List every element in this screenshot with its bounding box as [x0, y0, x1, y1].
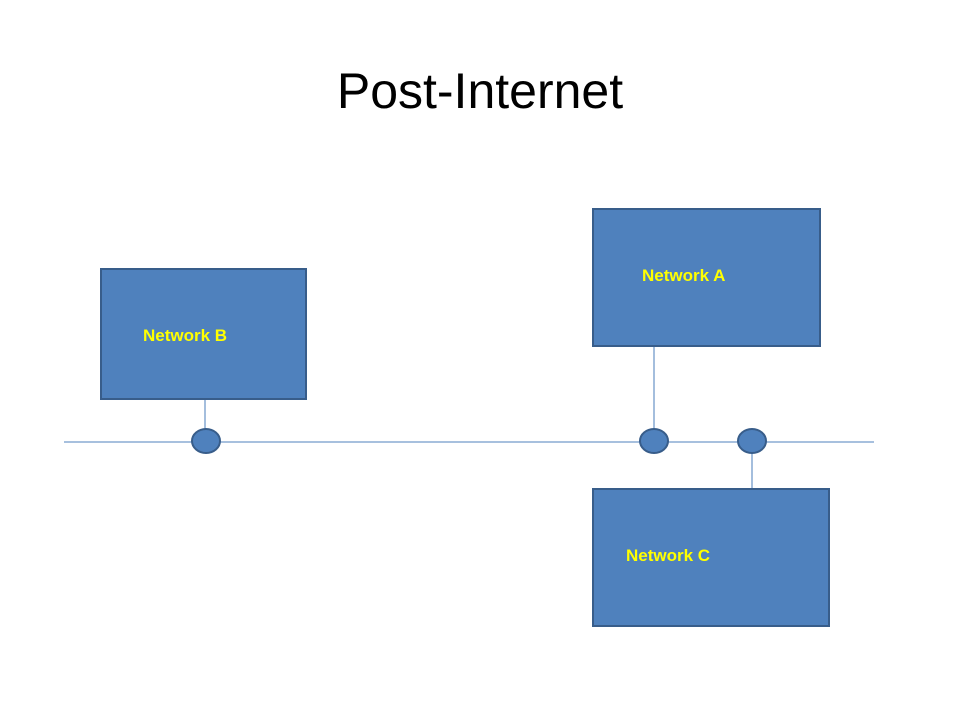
- network-a-label: Network A: [642, 266, 725, 285]
- network-a-node[interactable]: Network A: [592, 208, 821, 347]
- network-b-node[interactable]: Network B: [100, 268, 307, 400]
- network-c-node[interactable]: Network C: [592, 488, 830, 627]
- network-b-box: [100, 268, 307, 400]
- router-node-network-c[interactable]: [737, 428, 767, 454]
- network-c-box: [592, 488, 830, 627]
- network-c-label: Network C: [626, 546, 710, 565]
- router-node-network-b[interactable]: [191, 428, 221, 454]
- network-a-box: [592, 208, 821, 347]
- router-node-network-a[interactable]: [639, 428, 669, 454]
- network-b-label: Network B: [143, 326, 227, 345]
- slide-title: Post-Internet: [336, 63, 624, 119]
